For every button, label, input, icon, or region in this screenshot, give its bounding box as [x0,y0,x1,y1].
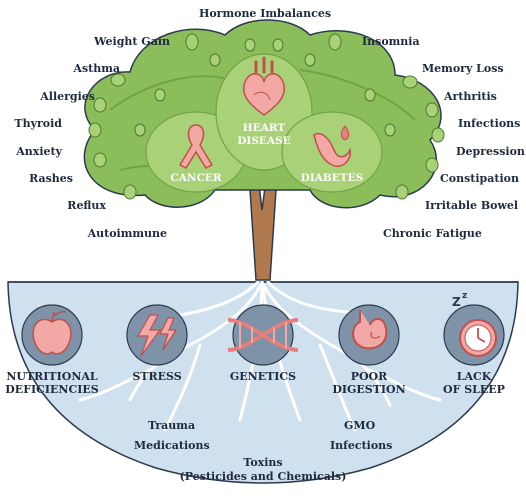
label-arthritis: Arthritis [444,90,497,103]
label-cancer: CANCER [158,172,234,184]
label-depression: Depression [456,145,525,158]
label-hormone-imbalances: Hormone Imbalances [190,7,340,20]
label-thyroid: Thyroid [0,117,62,130]
label-heart: HEART [226,122,302,134]
label-rashes: Rashes [10,172,73,185]
label-root-infections: Infections [330,439,392,452]
label-allergies: Allergies [10,90,95,103]
label-anxiety: Anxiety [0,145,62,158]
label-asthma: Asthma [20,62,120,75]
label-trauma: Trauma [148,419,195,432]
label-autoimmune: Autoimmune [50,227,167,240]
label-constipation: Constipation [440,172,519,185]
label-toxins: Toxins [213,456,313,469]
svg-text:z: z [462,291,467,301]
label-disease: DISEASE [226,135,302,147]
label-nutritional: NUTRITIONAL [2,370,102,383]
label-diabetes: DIABETES [294,172,370,184]
label-gmo: GMO [344,419,375,432]
label-insomnia: Insomnia [362,35,420,48]
apple-icon [22,305,82,365]
label-weight-gain: Weight Gain [60,35,170,48]
label-poor: POOR [329,370,409,383]
label-irritable-bowel: Irritable Bowel [425,199,518,212]
svg-text:Z: Z [452,295,461,309]
label-reflux: Reflux [30,199,106,212]
label-of-sleep: OF SLEEP [434,383,514,396]
label-lack: LACK [434,370,514,383]
label-deficiencies: DEFICIENCIES [2,383,102,396]
stomach-icon [339,305,399,365]
stress-lightning-icon [127,305,187,365]
label-digestion: DIGESTION [329,383,409,396]
label-toxins-detail: (Pesticides and Chemicals) [173,470,353,483]
label-chronic-fatigue: Chronic Fatigue [383,227,482,240]
label-infections: Infections [458,117,520,130]
label-memory-loss: Memory Loss [422,62,504,75]
label-medications: Medications [134,439,210,452]
label-genetics: GENETICS [223,370,303,383]
label-stress: STRESS [117,370,197,383]
